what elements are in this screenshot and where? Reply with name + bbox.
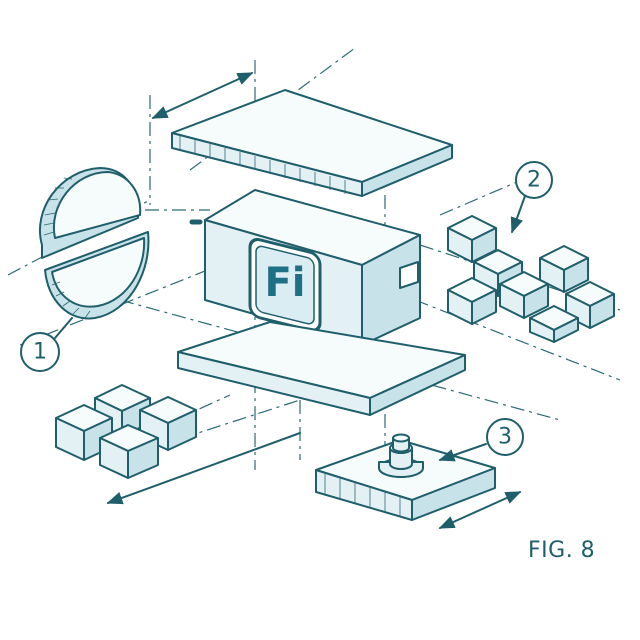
- bottom-plate: [177, 321, 466, 416]
- callout-1: 1: [20, 317, 73, 372]
- logo-text: Fi: [264, 260, 305, 306]
- knob-plate: [315, 433, 496, 521]
- cube-cluster-left: [55, 384, 197, 479]
- top-plate: [171, 89, 453, 197]
- cube-cluster-right: [447, 215, 615, 343]
- fi-logo: Fi: [248, 237, 322, 333]
- figure-label: FIG. 8: [528, 538, 596, 563]
- callout-3: 3: [438, 418, 524, 462]
- split-coin: [39, 167, 150, 320]
- callout-1-label: 1: [33, 340, 47, 365]
- callout-3-label: 3: [498, 425, 512, 450]
- dimension-arrows: [106, 72, 522, 529]
- callout-2-label: 2: [527, 168, 541, 193]
- callout-2: 2: [510, 161, 553, 234]
- center-box: Fi: [189, 189, 421, 346]
